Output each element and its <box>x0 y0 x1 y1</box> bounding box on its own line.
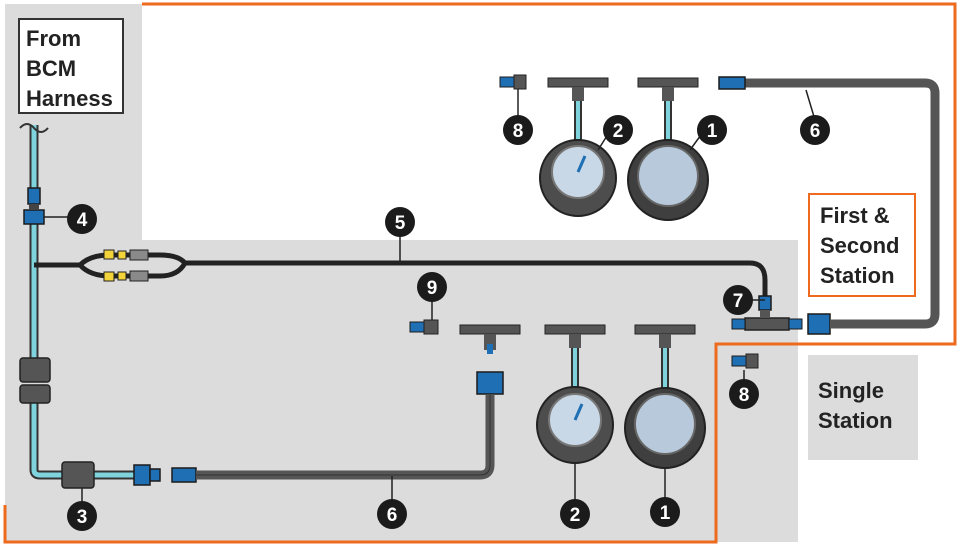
extension-end-connector <box>476 371 504 395</box>
upper-gauge-two <box>539 139 617 217</box>
extension-cable-top <box>745 78 940 329</box>
callout-8-top: 8 <box>503 115 533 145</box>
callout-5-text: 5 <box>395 213 406 234</box>
terminator-top <box>499 74 527 90</box>
first-second-station-label: First & Second Station <box>808 193 916 297</box>
backbone-connector-bottom <box>133 464 197 486</box>
terminator-nine <box>409 319 439 335</box>
callout-7-text: 7 <box>733 291 744 312</box>
callout-6-bottom: 6 <box>377 499 407 529</box>
trunk-cable <box>29 125 145 480</box>
callout-8-single-text: 8 <box>739 385 750 406</box>
station-boundary <box>3 2 957 544</box>
terminator-single <box>731 353 759 369</box>
callout-3: 3 <box>67 501 97 531</box>
single-station-label-bg <box>808 355 918 460</box>
callout-1-top-text: 1 <box>707 121 718 142</box>
callout-4: 4 <box>67 204 97 234</box>
from-bcm-harness-label: From BCM Harness <box>18 18 124 114</box>
callout-7: 7 <box>723 285 753 315</box>
callout-2-bottom: 2 <box>560 499 590 529</box>
lower-tee-middle <box>544 324 606 348</box>
single-station-label: Single Station <box>818 378 893 433</box>
harness-cable <box>34 249 768 300</box>
callout-1-top: 1 <box>697 115 727 145</box>
callout-2-top: 2 <box>603 115 633 145</box>
callout-5: 5 <box>385 207 415 237</box>
cable-cut-mark <box>19 123 49 133</box>
lower-tee-left <box>459 324 521 354</box>
callout-6-bottom-text: 6 <box>387 505 398 526</box>
callout-1-bottom-text: 1 <box>660 503 671 524</box>
callout-1-bottom: 1 <box>650 497 680 527</box>
extension-top-connector <box>718 76 746 90</box>
extension-cable-bottom-edge <box>196 395 491 476</box>
lower-tee-right <box>634 324 696 348</box>
callout-8-single: 8 <box>729 379 759 409</box>
callout-2-top-text: 2 <box>613 121 624 142</box>
callout-6-top: 6 <box>800 115 830 145</box>
callout-2-bottom-text: 2 <box>570 505 581 526</box>
lower-gauge-two <box>536 386 614 464</box>
fuse-holder <box>61 461 95 489</box>
callout-6-top-text: 6 <box>810 121 821 142</box>
bus-tee-seven <box>731 295 803 331</box>
callout-8-top-text: 8 <box>513 121 524 142</box>
upper-tee-gauge2 <box>547 77 609 101</box>
lower-gauge-one <box>624 387 706 469</box>
extension-top-end-connector <box>807 313 831 335</box>
single-station-region <box>140 240 798 542</box>
upper-tee-gauge1 <box>637 77 699 101</box>
upper-gauge-one <box>627 139 709 221</box>
callout-3-text: 3 <box>77 507 88 528</box>
callout-4-text: 4 <box>77 210 88 231</box>
callout-9: 9 <box>417 272 447 302</box>
inline-terminator <box>19 357 51 404</box>
callout-9-text: 9 <box>427 278 438 299</box>
